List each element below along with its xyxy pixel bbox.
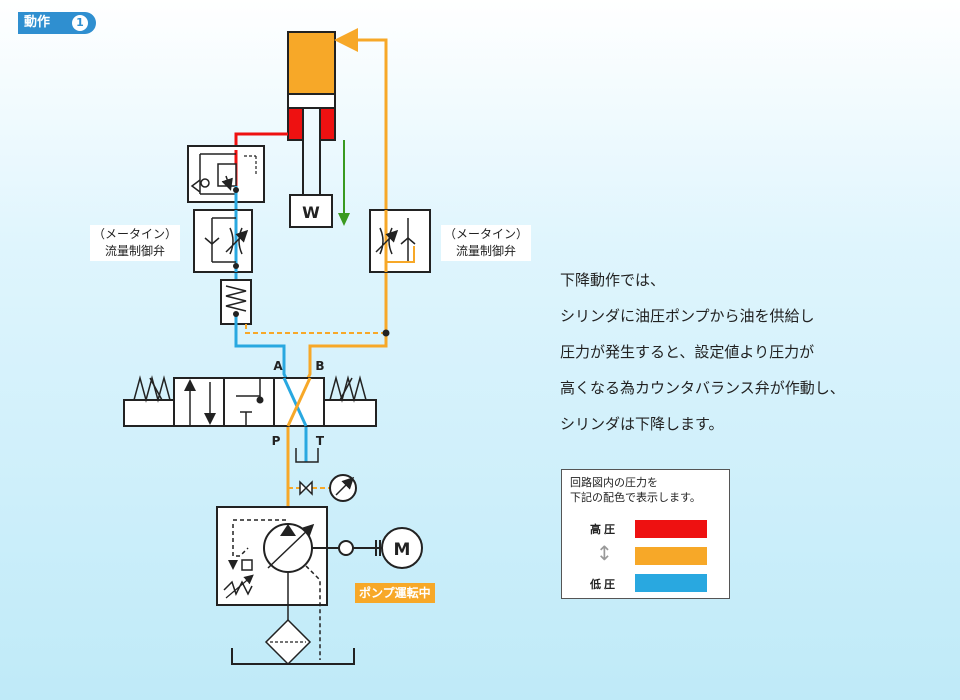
counterbalance-valve: [187, 145, 265, 203]
description-line: シリンダは下降します。: [560, 415, 724, 433]
weight-box: [289, 194, 333, 228]
flow-control-label-right: （メータイン） 流量制御弁: [441, 225, 532, 261]
port-b-label: B: [315, 359, 324, 373]
legend-low-label: 低圧: [590, 578, 618, 591]
stop-valve-gauge: [288, 474, 357, 502]
cylinder-piston: [287, 93, 336, 109]
step-number: 1: [72, 15, 88, 31]
port-t-label: T: [316, 434, 325, 448]
flow-control-label-left-text: （メータイン） 流量制御弁: [93, 227, 178, 258]
check-valve-spring: [220, 279, 252, 325]
pressure-legend: 回路図内の圧力を 下記の配色で表示します。 高圧 ↕ 低圧: [561, 469, 730, 599]
description-line: 高くなる為カウンタバランス弁が作動し、: [560, 379, 845, 397]
legend-high-label: 高圧: [590, 523, 618, 536]
cylinder-rod-chamber-right: [319, 107, 336, 141]
flow-control-label-left: （メータイン） 流量制御弁: [90, 225, 181, 261]
directional-control-valve: [123, 375, 377, 427]
weight-label: W: [302, 203, 320, 222]
pump-status-tag: ポンプ運転中: [355, 583, 435, 603]
flow-control-valve-right: [369, 209, 431, 273]
operation-description: 下降動作では、 シリンダに油圧ポンプから油を供給し 圧力が発生すると、設定値より…: [560, 262, 950, 442]
legend-range-arrow-icon: ↕: [596, 541, 613, 565]
step-badge: 動作 1: [18, 12, 96, 34]
motor-label: M: [394, 540, 411, 560]
legend-low-bar: [635, 574, 707, 592]
legend-caption: 回路図内の圧力を 下記の配色で表示します。: [570, 476, 701, 504]
description-line: 圧力が発生すると、設定値より圧力が: [560, 343, 815, 361]
cylinder-rod-chamber-left: [287, 107, 304, 141]
tank: [231, 648, 355, 665]
pump-unit: M: [216, 506, 423, 660]
hydraulic-cylinder: W: [287, 31, 350, 228]
flow-control-label-right-text: （メータイン） 流量制御弁: [444, 227, 529, 258]
cylinder-cap-chamber: [287, 31, 336, 95]
red-pressure-line: [234, 132, 288, 150]
pilot-line: [245, 324, 386, 334]
motor-symbol: [381, 527, 423, 569]
legend-mid-bar: [635, 547, 707, 565]
description-line: 下降動作では、: [560, 271, 666, 289]
port-p-label: P: [272, 434, 281, 448]
port-a-label: A: [273, 359, 283, 373]
tank-return-symbol: [295, 448, 319, 463]
step-badge-label: 動作: [24, 15, 51, 30]
legend-high-bar: [635, 520, 707, 538]
description-line: シリンダに油圧ポンプから油を供給し: [560, 307, 815, 325]
flow-control-valve-left: [193, 209, 253, 273]
strainer: [264, 618, 312, 666]
